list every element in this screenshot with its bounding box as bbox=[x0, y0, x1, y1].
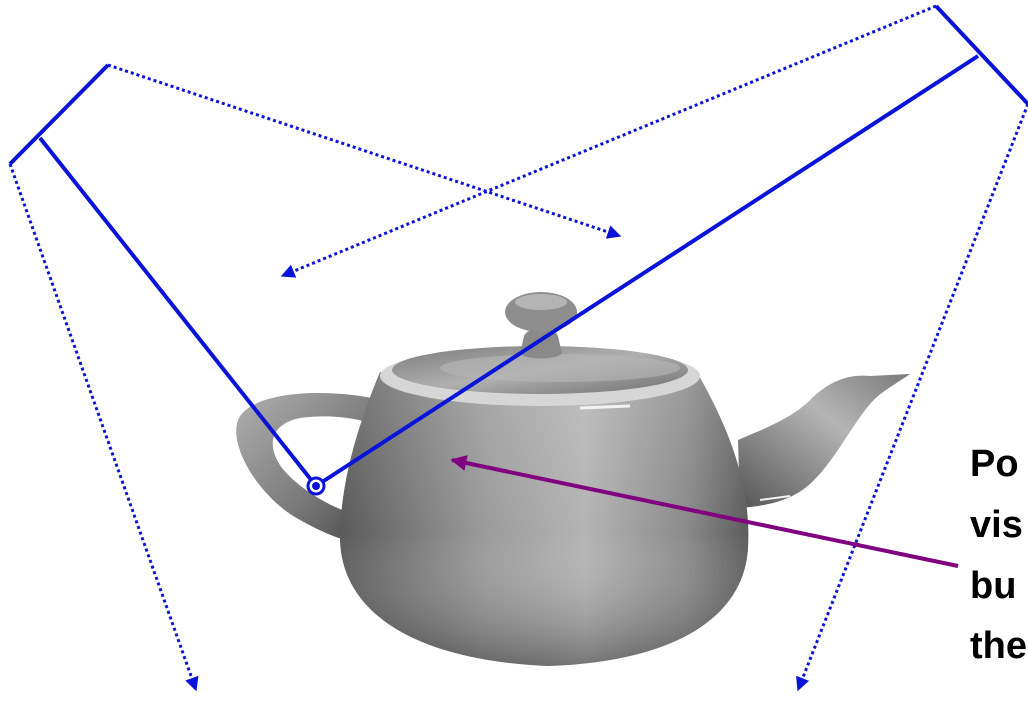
teapot-body-shading bbox=[340, 372, 748, 666]
teapot-icon bbox=[236, 292, 910, 666]
left-view-ray bbox=[40, 138, 316, 486]
left-image-plane bbox=[10, 65, 108, 164]
point-marker-icon bbox=[308, 478, 324, 494]
caption-text: Po vis bu the bbox=[970, 434, 1027, 677]
right-frustum-ray-left bbox=[282, 6, 936, 276]
teapot-lid-highlight bbox=[440, 354, 680, 382]
teapot-shine bbox=[580, 406, 630, 408]
teapot-knob-top bbox=[515, 294, 567, 310]
caption-line: the bbox=[970, 616, 1027, 677]
left-frustum-ray-right bbox=[108, 65, 620, 236]
teapot-knob-neck bbox=[520, 329, 562, 359]
caption-line: bu bbox=[970, 556, 1027, 617]
right-image-plane bbox=[936, 6, 1028, 104]
left-frustum-ray-down bbox=[10, 164, 196, 690]
teapot-spout bbox=[738, 374, 910, 508]
caption-line: Po bbox=[970, 434, 1027, 495]
caption-line: vis bbox=[970, 495, 1027, 556]
